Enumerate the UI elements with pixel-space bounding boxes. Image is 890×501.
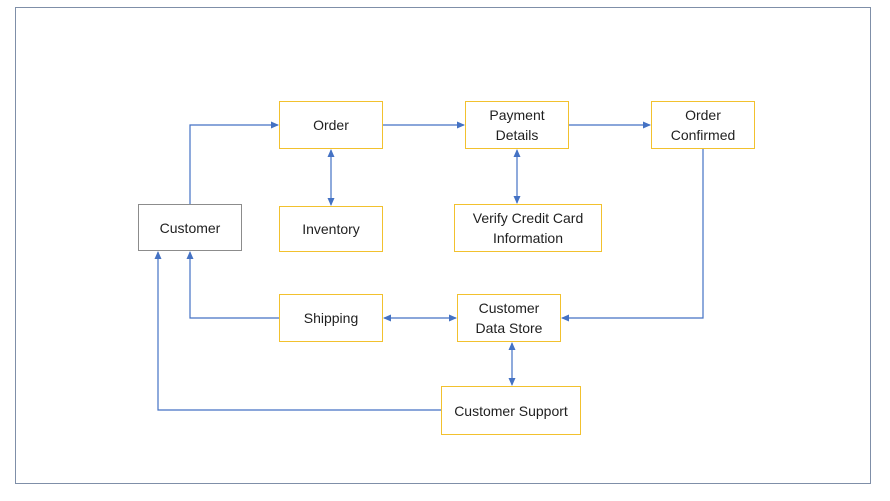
node-customer-support: Customer Support bbox=[441, 386, 581, 435]
node-shipping: Shipping bbox=[279, 294, 383, 342]
diagram-frame bbox=[15, 7, 871, 484]
node-payment-details: Payment Details bbox=[465, 101, 569, 149]
node-order: Order bbox=[279, 101, 383, 149]
node-customer: Customer bbox=[138, 204, 242, 251]
node-inventory: Inventory bbox=[279, 206, 383, 252]
node-order-confirmed: Order Confirmed bbox=[651, 101, 755, 149]
node-customer-data-store: Customer Data Store bbox=[457, 294, 561, 342]
node-verify-credit-card: Verify Credit Card Information bbox=[454, 204, 602, 252]
